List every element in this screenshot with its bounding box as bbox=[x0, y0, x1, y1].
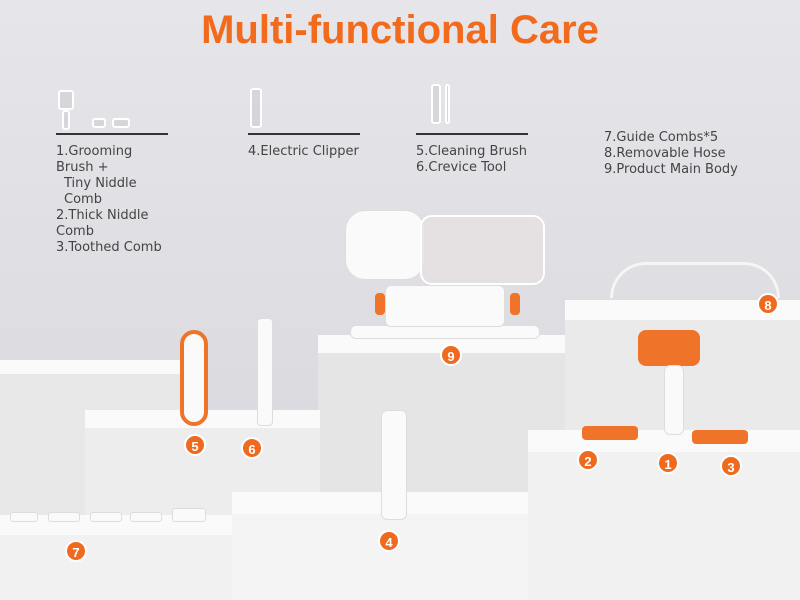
page-title: Multi-functional Care bbox=[201, 8, 599, 52]
legend-group-1: 1.Grooming Brush + Tiny Niddle Comb 2.Th… bbox=[56, 133, 168, 256]
badge-8: 8 bbox=[757, 293, 779, 315]
main-body-motor bbox=[345, 210, 425, 280]
cleaning-brush-icon bbox=[431, 84, 441, 124]
removable-hose bbox=[610, 262, 780, 298]
toothed-comb bbox=[692, 430, 748, 444]
badge-2: 2 bbox=[577, 449, 599, 471]
grooming-brush-head bbox=[638, 330, 700, 366]
divider bbox=[56, 133, 168, 135]
divider bbox=[248, 133, 360, 135]
clipper-icon bbox=[250, 88, 262, 128]
thick-needle-comb bbox=[582, 426, 638, 440]
comb-attachment-icon bbox=[92, 118, 106, 128]
legend-item: 3.Toothed Comb bbox=[56, 240, 162, 255]
guide-comb bbox=[90, 512, 122, 522]
badge-5: 5 bbox=[184, 434, 206, 456]
legend-group-3: 5.Cleaning Brush 6.Crevice Tool bbox=[416, 133, 528, 176]
legend-group-2: 4.Electric Clipper bbox=[248, 133, 360, 160]
legend-item: 4.Electric Clipper bbox=[248, 144, 359, 159]
legend-item: 5.Cleaning Brush bbox=[416, 144, 528, 159]
cleaning-brush bbox=[180, 330, 208, 426]
guide-comb bbox=[130, 512, 162, 522]
main-body-base bbox=[350, 325, 540, 339]
guide-comb bbox=[48, 512, 80, 522]
badge-4: 4 bbox=[378, 530, 400, 552]
badge-7: 7 bbox=[65, 540, 87, 562]
pedestal bbox=[528, 430, 800, 600]
divider bbox=[416, 133, 528, 135]
grooming-brush-handle bbox=[664, 365, 684, 435]
crevice-tool-icon bbox=[445, 84, 450, 124]
legend-item: 6.Crevice Tool bbox=[416, 160, 507, 175]
legend-item: 9.Product Main Body bbox=[604, 162, 738, 177]
badge-3: 3 bbox=[720, 455, 742, 477]
badge-9: 9 bbox=[440, 344, 462, 366]
brush-handle-icon bbox=[62, 110, 70, 130]
legend-item: Tiny Niddle Comb bbox=[64, 176, 137, 207]
badge-6: 6 bbox=[241, 437, 263, 459]
main-body-accent bbox=[375, 293, 385, 315]
guide-comb bbox=[10, 512, 38, 522]
pedestal bbox=[0, 515, 232, 600]
badge-1: 1 bbox=[657, 452, 679, 474]
main-body-stand bbox=[385, 285, 505, 327]
legend-group-4: 7.Guide Combs*5 8.Removable Hose 9.Produ… bbox=[604, 130, 794, 178]
crevice-tool bbox=[257, 318, 273, 426]
guide-comb bbox=[172, 508, 206, 522]
legend-item: 2.Thick Niddle Comb bbox=[56, 208, 149, 239]
grooming-brush-icon bbox=[58, 90, 74, 110]
legend-item: 8.Removable Hose bbox=[604, 146, 726, 161]
main-body-canister bbox=[420, 215, 545, 285]
legend-item: 1.Grooming Brush + bbox=[56, 144, 133, 175]
main-body-accent bbox=[510, 293, 520, 315]
comb-attachment-icon bbox=[112, 118, 130, 128]
legend-item: 7.Guide Combs*5 bbox=[604, 130, 719, 145]
electric-clipper bbox=[381, 410, 407, 520]
